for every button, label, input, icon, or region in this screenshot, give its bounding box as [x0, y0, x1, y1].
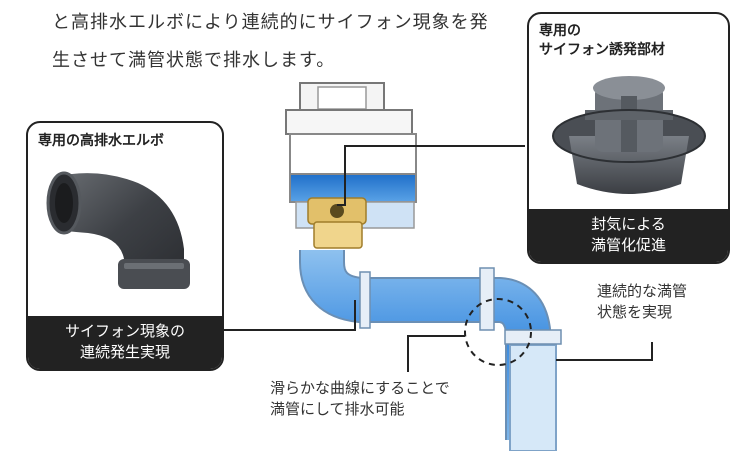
- leader-full-pipe: [556, 342, 653, 361]
- siphon-inducer-image: [552, 76, 706, 194]
- curve-highlight-circle: [464, 298, 532, 366]
- elbow-callout-title: 専用の高排水エルボ: [38, 133, 164, 149]
- intro-line-1: と高排水エルボにより連続的にサイフォン現象を発: [52, 12, 489, 33]
- siphon-callout: 専用の サイフォン誘発部材 封気による 満管化促進: [527, 12, 730, 264]
- curve-label-line-2: 満管にして排水可能: [270, 400, 405, 418]
- drain-pipe: [299, 239, 562, 451]
- elbow-caption-line-2: 連続発生実現: [79, 343, 170, 361]
- intro-line-2: 生させて満管状態で排水します。: [52, 50, 336, 71]
- elbow-caption-line-1: サイフォン現象の: [64, 322, 185, 340]
- siphon-callout-title-line-2: サイフォン誘発部材: [539, 42, 665, 58]
- siphon-caption-line-1: 封気による: [591, 215, 666, 233]
- leader-siphon: [337, 145, 525, 206]
- full-pipe-label-line-2: 状態を実現: [597, 303, 673, 321]
- siphon-inducer: [307, 197, 367, 249]
- full-pipe-label-line-1: 連続的な満管: [597, 282, 688, 300]
- elbow-callout: 専用の高排水エルボ サイフォン現象の 連続発生実現: [26, 121, 224, 371]
- elbow-callout-caption: サイフォン現象の 連続発生実現: [28, 316, 222, 369]
- curve-label-line-1: 滑らかな曲線にすることで: [270, 379, 450, 397]
- leader-elbow: [218, 300, 356, 331]
- siphon-callout-caption: 封気による 満管化促進: [529, 209, 728, 262]
- siphon-callout-title-line-1: 専用の: [539, 23, 581, 39]
- leader-curve: [407, 335, 465, 372]
- siphon-caption-line-2: 満管化促進: [590, 236, 666, 254]
- full-pipe-label: 連続的な満管 状態を実現: [597, 281, 687, 323]
- curve-label: 滑らかな曲線にすることで 満管にして排水可能: [270, 378, 450, 420]
- elbow-image: [46, 171, 190, 289]
